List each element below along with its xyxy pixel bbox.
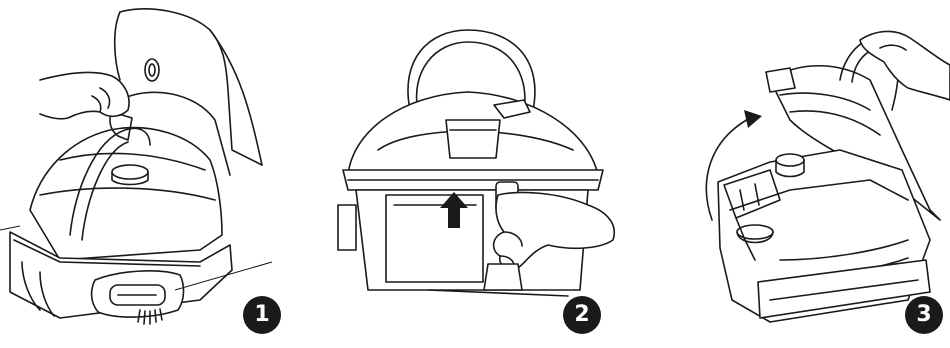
screw-hole bbox=[145, 59, 159, 81]
hand-icon bbox=[40, 73, 129, 119]
step-1-drawing bbox=[0, 0, 300, 348]
water-tank bbox=[30, 128, 222, 260]
tank-cap bbox=[776, 154, 804, 166]
step-1-illustration: 1 bbox=[0, 0, 300, 348]
step-number-badge: 2 bbox=[563, 296, 601, 334]
recovery-tank bbox=[386, 195, 483, 282]
step-2-drawing bbox=[318, 0, 618, 348]
tank-cap bbox=[112, 165, 148, 179]
step-3-illustration: 3 bbox=[640, 0, 950, 348]
step-3-drawing bbox=[640, 0, 950, 348]
step-2-illustration: 2 bbox=[318, 0, 618, 348]
tank-cap bbox=[446, 120, 500, 158]
step-number-badge: 3 bbox=[905, 296, 943, 334]
step-number-badge: 1 bbox=[243, 296, 281, 334]
